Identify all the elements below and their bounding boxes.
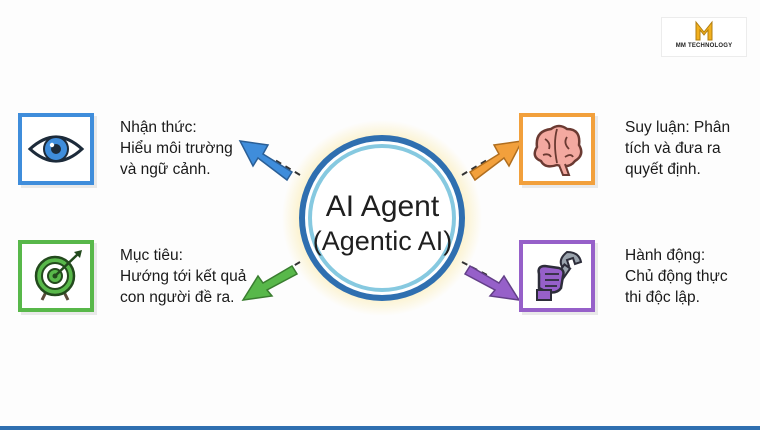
mm-logo-icon — [695, 20, 713, 41]
bottom-rule — [0, 426, 760, 430]
company-name: MM TECHNOLOGY — [675, 43, 733, 49]
arrow-to-action — [463, 264, 521, 301]
arrow-to-perception — [238, 140, 294, 182]
eye-icon — [27, 135, 85, 163]
arrow-to-goal — [241, 264, 299, 301]
perception-caption: Nhận thức: Hiểu môi trường và ngữ cảnh. — [120, 119, 233, 178]
reasoning-card — [519, 113, 595, 185]
center-title: AI Agent — [325, 190, 440, 223]
wrench-fist-icon — [536, 250, 583, 301]
goal-caption: Mục tiêu: Hướng tới kết quả con người đề… — [120, 247, 247, 306]
brain-icon — [533, 124, 583, 176]
action-card — [519, 240, 595, 312]
center-ring-outer — [299, 135, 465, 301]
center-subtitle: (Agentic AI) — [312, 226, 453, 256]
goal-card — [18, 240, 94, 312]
target-icon — [34, 250, 82, 301]
perception-card — [18, 113, 94, 185]
center-ring-inner — [308, 144, 456, 292]
reasoning-caption: Suy luận: Phân tích và đưa ra quyết định… — [625, 119, 731, 178]
company-logo: MM TECHNOLOGY — [661, 17, 747, 57]
arrow-to-reasoning — [468, 140, 524, 182]
action-caption: Hành động: Chủ động thực thi độc lập. — [625, 247, 728, 306]
